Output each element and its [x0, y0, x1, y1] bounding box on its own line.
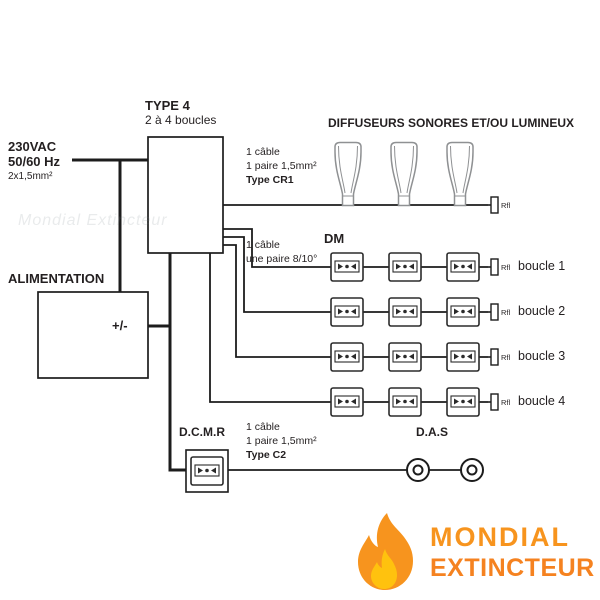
loop-label: boucle 4 [518, 394, 566, 408]
loop-label: boucle 2 [518, 304, 566, 318]
rfl-label: Rfl [501, 263, 511, 272]
mains-cable-label: 2x1,5mm² [8, 171, 53, 182]
dcmr-callpoint-icon [190, 456, 224, 486]
dm-icon [446, 297, 480, 327]
rfl-resistor-icon [488, 196, 499, 214]
rfl-label: Rfl [501, 353, 511, 362]
dm-icon [330, 387, 364, 417]
rfl-resistor-icon [488, 258, 499, 276]
brand-name-line2: EXTINCTEUR [430, 554, 595, 582]
das-actuator-icon [460, 458, 484, 482]
rfl-label: Rfl [501, 201, 511, 210]
power-supply-box [37, 291, 149, 379]
sounder-cable-spec: 1 câble 1 paire 1,5mm² Type CR1 [246, 146, 317, 188]
dm-icon [330, 297, 364, 327]
rfl-resistor-icon [488, 393, 499, 411]
loop-label: boucle 1 [518, 259, 566, 273]
sounder-icon [334, 141, 362, 207]
cable-line: 1 paire 1,5mm² [246, 159, 317, 172]
mains-voltage-label: 230VAC [8, 139, 57, 154]
type4-subtitle: 2 à 4 boucles [145, 113, 217, 127]
rfl-resistor-icon [488, 348, 499, 366]
flame-icon [358, 513, 413, 590]
cable-type: Type CR1 [246, 173, 294, 186]
sounder-icon [390, 141, 418, 207]
rfl-resistor-icon [488, 303, 499, 321]
dm-icon [388, 387, 422, 417]
polarity-label: +/- [112, 318, 128, 333]
cable-line: une paire 8/10° [246, 252, 318, 265]
cable-line: 1 câble [246, 239, 280, 251]
das-title: D.A.S [416, 425, 449, 439]
power-supply-title: ALIMENTATION [8, 271, 105, 286]
dm-icon [388, 297, 422, 327]
brand-name-line1: MONDIAL [430, 522, 570, 552]
mains-frequency-label: 50/60 Hz [8, 154, 61, 169]
dm-title: DM [324, 231, 345, 246]
dm-icon [330, 252, 364, 282]
cable-type: Type C2 [246, 448, 287, 461]
cable-line: 1 câble [246, 421, 280, 433]
cable-line: 1 paire 1,5mm² [246, 434, 317, 447]
rfl-label: Rfl [501, 308, 511, 317]
loop-label: boucle 3 [518, 349, 566, 363]
rfl-label: Rfl [501, 398, 511, 407]
wire-loop-1 [223, 228, 488, 268]
wire-loop-2 [223, 236, 488, 313]
das-actuator-icon [406, 458, 430, 482]
background-watermark: Mondial Extincteur [18, 212, 168, 229]
sounders-title: DIFFUSEURS SONORES ET/OU LUMINEUX [328, 116, 575, 130]
dm-icon [446, 387, 480, 417]
type4-title: TYPE 4 [145, 98, 190, 113]
dcmr-title: D.C.M.R [179, 425, 225, 439]
dcmr-cable-spec: 1 câble 1 paire 1,5mm² Type C2 [246, 421, 317, 463]
dm-icon [388, 252, 422, 282]
dm-icon [446, 342, 480, 372]
type4-panel-box [147, 136, 224, 254]
dm-cable-spec: 1 câble une paire 8/10° [246, 239, 317, 267]
dm-icon [446, 252, 480, 282]
cable-line: 1 câble [246, 146, 280, 158]
dm-icon [330, 342, 364, 372]
wire-panel-to-dcmr [168, 253, 186, 472]
dm-icon [388, 342, 422, 372]
sounder-icon [446, 141, 474, 207]
